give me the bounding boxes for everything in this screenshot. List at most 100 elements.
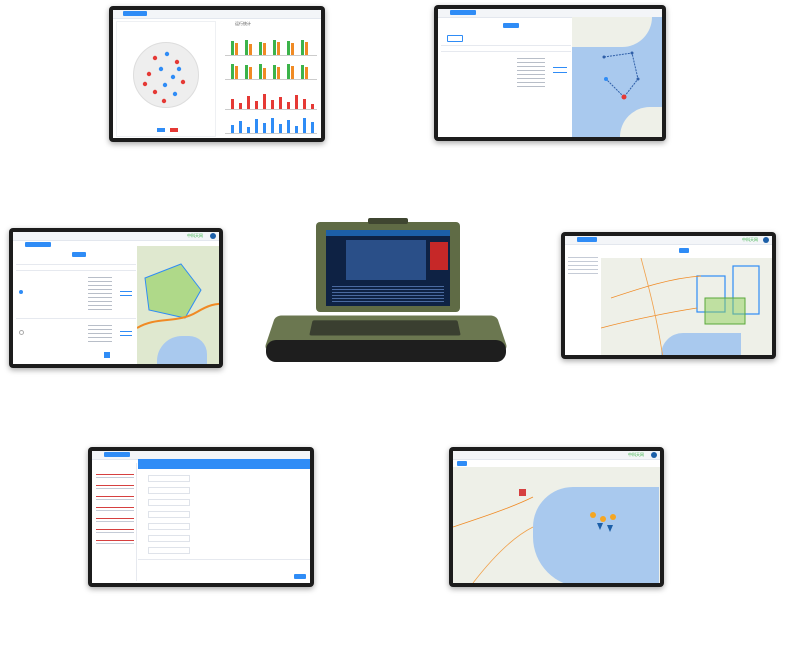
search-button[interactable]	[679, 248, 689, 253]
pagination-current[interactable]	[104, 352, 110, 358]
chart-bar	[273, 65, 276, 79]
laptop-handle	[368, 218, 408, 224]
tab-track[interactable]	[577, 237, 597, 242]
chart-bar	[255, 101, 258, 109]
row-actions[interactable]	[120, 328, 132, 336]
legend-normal-swatch	[157, 128, 165, 132]
tab-route[interactable]	[450, 10, 476, 15]
chart-bar	[235, 66, 238, 79]
laptop-screen-alert-panel	[430, 242, 448, 270]
chart-bar	[277, 42, 280, 55]
track-map-screen: 中科天网	[565, 236, 772, 355]
row-actions[interactable]	[553, 63, 567, 77]
top-bar	[438, 9, 662, 18]
track-tree	[568, 254, 598, 274]
tab-area[interactable]	[25, 242, 51, 247]
live-map[interactable]	[453, 467, 660, 583]
chart-bar	[287, 64, 290, 79]
pagination	[76, 352, 132, 358]
radar-legend	[157, 128, 181, 132]
chart-bar	[287, 120, 290, 133]
row-radio[interactable]	[19, 330, 24, 335]
chart-bar	[273, 40, 276, 55]
message-bubble	[148, 523, 190, 530]
send-button[interactable]	[294, 574, 306, 579]
area-table	[16, 250, 136, 358]
top-bar	[113, 10, 321, 19]
area-list-screen: 中科天网	[13, 232, 219, 364]
laptop-lid	[316, 218, 460, 312]
radar-dashboard-screen: 运行统计	[113, 10, 321, 138]
radar-point	[152, 55, 158, 61]
tablet-route-list	[434, 5, 666, 141]
message-bubble	[148, 511, 190, 518]
track-map[interactable]	[601, 258, 772, 355]
coords-block	[517, 55, 545, 87]
row-radio-checked[interactable]	[19, 290, 23, 294]
green-map[interactable]	[137, 246, 219, 364]
tab-live[interactable]	[457, 461, 467, 466]
avatar-icon[interactable]	[651, 452, 657, 458]
vessel-marker	[590, 512, 596, 518]
row-actions[interactable]	[120, 288, 132, 296]
route-node	[602, 55, 606, 59]
brand-label: 中科天网	[628, 452, 644, 457]
chat-input[interactable]	[138, 559, 310, 583]
avatar-icon[interactable]	[763, 237, 769, 243]
chart-bar	[263, 123, 266, 133]
route-list-screen	[438, 9, 662, 137]
chart-bar	[247, 96, 250, 109]
conversation-items[interactable]	[96, 469, 134, 549]
map-sea	[661, 333, 741, 355]
chart-panel-title: 运行统计	[235, 21, 251, 26]
radar-point	[146, 71, 152, 77]
location-pin	[607, 525, 613, 532]
radar-point	[152, 89, 158, 95]
chart-bar	[311, 122, 314, 133]
tab-radar[interactable]	[123, 11, 147, 16]
top-bar: 中科天网	[13, 232, 219, 241]
chart-bar	[247, 127, 250, 133]
search-button[interactable]	[72, 252, 86, 257]
blue-bars	[225, 115, 317, 134]
sea-map[interactable]	[572, 17, 662, 137]
laptop-screen-table	[332, 284, 444, 302]
tablet-chat	[88, 447, 314, 587]
table-header-line	[16, 264, 136, 265]
radar-point	[180, 79, 186, 85]
vessel-marker	[610, 514, 616, 520]
message-list	[142, 473, 202, 554]
chart-bar	[303, 118, 306, 133]
chart-bar	[231, 99, 234, 109]
laptop-screen-header	[326, 230, 450, 236]
chart-bar	[263, 94, 266, 109]
chart-bar	[231, 64, 234, 79]
chat-screen	[92, 451, 310, 583]
chart-bar	[235, 43, 238, 55]
top-bar: 中科天网	[565, 236, 772, 245]
tab-chat[interactable]	[104, 452, 130, 457]
message-bubble	[148, 475, 190, 482]
chart-bar	[295, 95, 298, 109]
live-map-screen: 中科天网	[453, 451, 660, 583]
brand-label: 中科天网	[742, 237, 758, 242]
coords-block	[88, 274, 112, 312]
chart-bar	[259, 42, 262, 55]
search-button[interactable]	[503, 23, 519, 28]
conversation-list	[94, 463, 137, 581]
green-orange-bars	[225, 35, 317, 56]
tablet-live-map: 中科天网	[449, 447, 664, 587]
radar-point	[162, 82, 168, 88]
chart-bar	[301, 65, 304, 79]
vessel-marker	[600, 516, 606, 522]
chart-bar	[291, 66, 294, 79]
add-button[interactable]	[447, 35, 463, 42]
area-polygon	[137, 263, 219, 329]
avatar-icon[interactable]	[210, 233, 216, 239]
radar-point	[176, 66, 182, 72]
chart-bar	[245, 40, 248, 55]
chart-bar	[263, 43, 266, 55]
radar-point	[158, 66, 164, 72]
chat-header	[138, 459, 310, 469]
radar-point	[164, 51, 170, 57]
